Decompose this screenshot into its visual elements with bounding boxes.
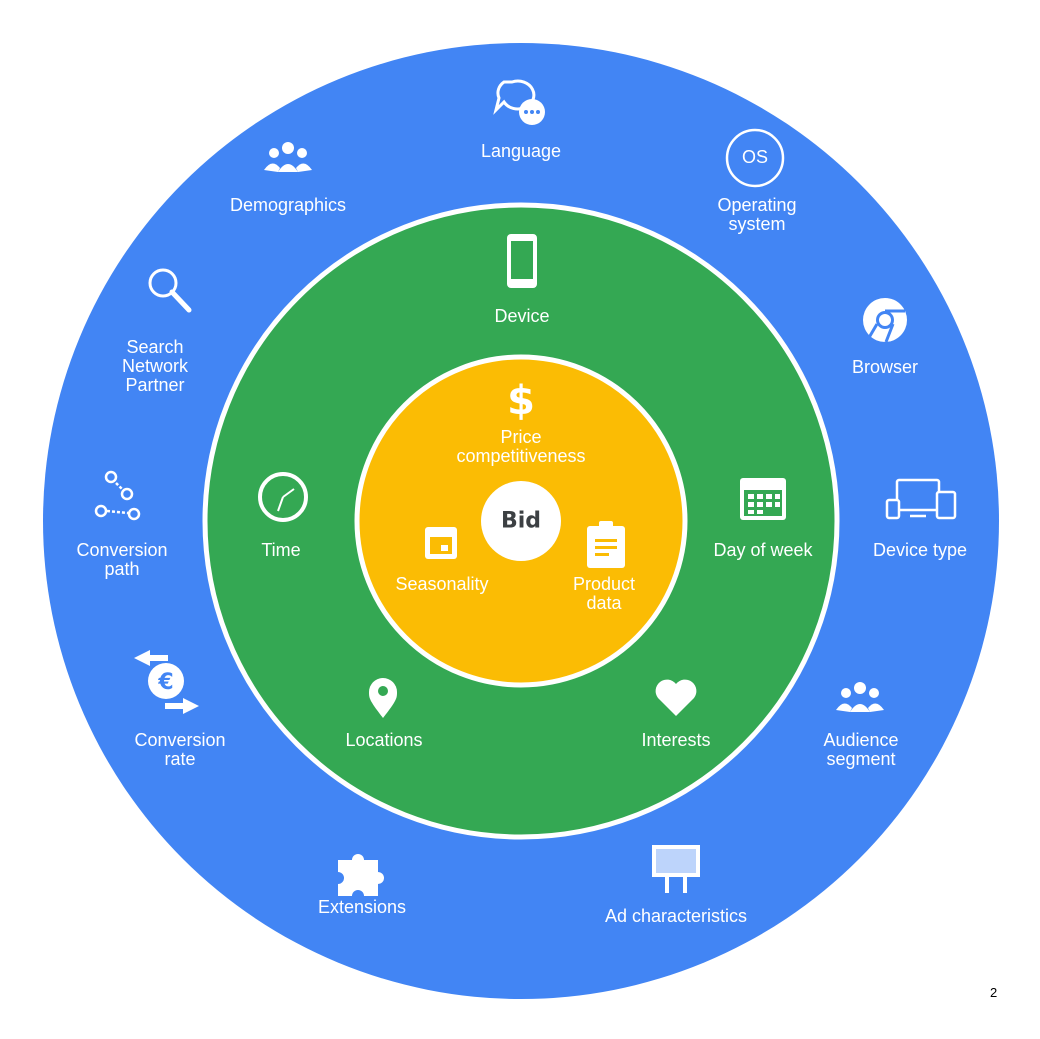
label-conversion-path: Conversion path <box>76 540 168 579</box>
dollar-icon: $ <box>507 378 535 424</box>
chat-bubbles-icon <box>493 79 545 125</box>
label-product-data: Product data <box>572 574 636 613</box>
label-device: Device <box>494 306 550 326</box>
search-icon <box>148 268 192 313</box>
center-circle <box>481 481 561 561</box>
devices-icon <box>885 478 957 520</box>
label-price-competitiveness: Price competitiveness <box>456 427 586 466</box>
center-bid-label: Bid <box>500 508 542 534</box>
svg-text:$: $ <box>507 378 535 424</box>
os-icon-text: OS <box>741 147 769 167</box>
label-audience-segment: Audience segment <box>823 730 899 769</box>
label-demographics: Demographics <box>229 195 347 215</box>
svg-text:€: € <box>157 670 173 695</box>
calendar-grid-icon <box>740 478 786 520</box>
os-icon <box>725 128 785 188</box>
chrome-icon <box>863 298 907 343</box>
heart-icon <box>655 679 697 716</box>
billboard-icon <box>652 845 700 893</box>
label-device-type: Device type <box>872 540 968 560</box>
label-operating-system: Operating system <box>717 195 797 234</box>
clipboard-icon <box>587 521 625 568</box>
audience-icon <box>836 682 884 712</box>
label-time: Time <box>261 540 301 560</box>
label-seasonality: Seasonality <box>395 574 489 594</box>
label-search-network-partner: Search Network Partner <box>121 337 189 395</box>
euro-exchange-icon: € <box>134 650 199 714</box>
label-browser: Browser <box>851 357 919 377</box>
label-locations: Locations <box>345 730 423 750</box>
clock-icon <box>258 472 308 522</box>
calendar-icon <box>425 527 457 559</box>
label-ad-characteristics: Ad characteristics <box>604 906 748 926</box>
phone-icon <box>507 234 537 288</box>
label-extensions: Extensions <box>317 897 407 917</box>
label-conversion-rate: Conversion rate <box>134 730 226 769</box>
people-icon <box>264 142 312 172</box>
puzzle-icon <box>338 854 384 896</box>
label-language: Language <box>480 141 562 161</box>
page-number: 2 <box>990 985 998 1000</box>
path-nodes-icon <box>94 470 141 521</box>
label-interests: Interests <box>641 730 711 750</box>
label-day-of-week: Day of week <box>713 540 813 560</box>
location-pin-icon <box>369 678 397 718</box>
